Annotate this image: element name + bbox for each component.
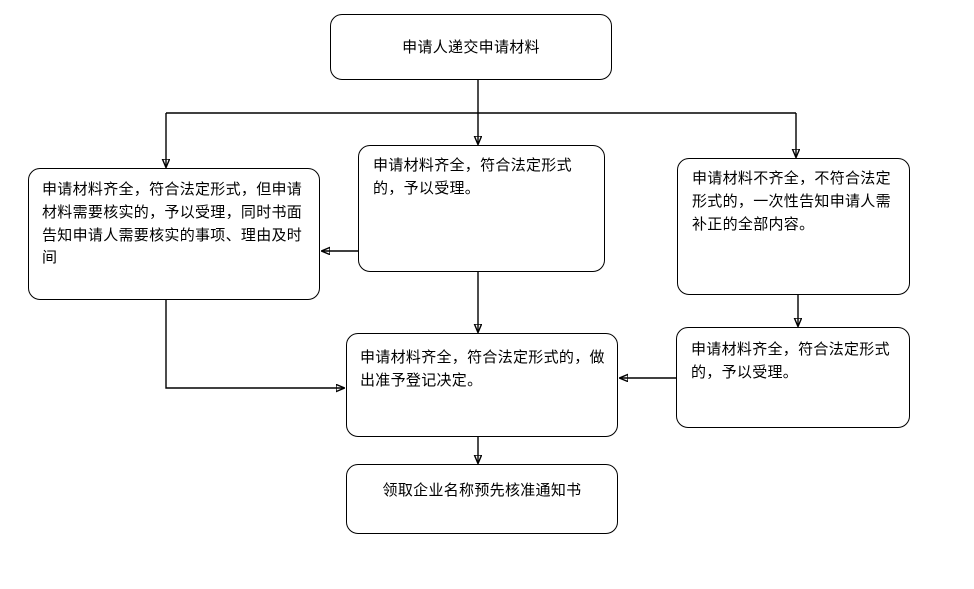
node-incomplete-notify[interactable]: 申请材料不齐全，不符合法定形式的，一次性告知申请人需补正的全部内容。 <box>677 158 910 295</box>
node-decision-approve-label: 申请材料齐全，符合法定形式的，做出准予登记决定。 <box>360 348 605 389</box>
node-accept-after-fix-label: 申请材料齐全，符合法定形式的，予以受理。 <box>691 340 890 381</box>
node-accept-after-fix[interactable]: 申请材料齐全，符合法定形式的，予以受理。 <box>676 327 910 428</box>
edge-accept-verify-to-decision <box>165 300 344 388</box>
node-receive-notice[interactable]: 领取企业名称预先核准通知书 <box>346 464 618 534</box>
node-incomplete-notify-label: 申请材料不齐全，不符合法定形式的，一次性告知申请人需补正的全部内容。 <box>692 169 891 233</box>
node-decision-approve[interactable]: 申请材料齐全，符合法定形式的，做出准予登记决定。 <box>346 333 618 437</box>
node-accept-verify-label: 申请材料齐全，符合法定形式，但申请材料需要核实的，予以受理，同时书面告知申请人需… <box>42 180 303 267</box>
node-accept-complete[interactable]: 申请材料齐全，符合法定形式的，予以受理。 <box>358 145 605 272</box>
node-accept-verify[interactable]: 申请材料齐全，符合法定形式，但申请材料需要核实的，予以受理，同时书面告知申请人需… <box>28 168 320 300</box>
node-accept-complete-label: 申请材料齐全，符合法定形式的，予以受理。 <box>373 156 572 197</box>
node-receive-notice-label: 领取企业名称预先核准通知书 <box>382 481 582 499</box>
node-submit-label: 申请人递交申请材料 <box>402 37 540 56</box>
node-submit[interactable]: 申请人递交申请材料 <box>330 14 612 80</box>
